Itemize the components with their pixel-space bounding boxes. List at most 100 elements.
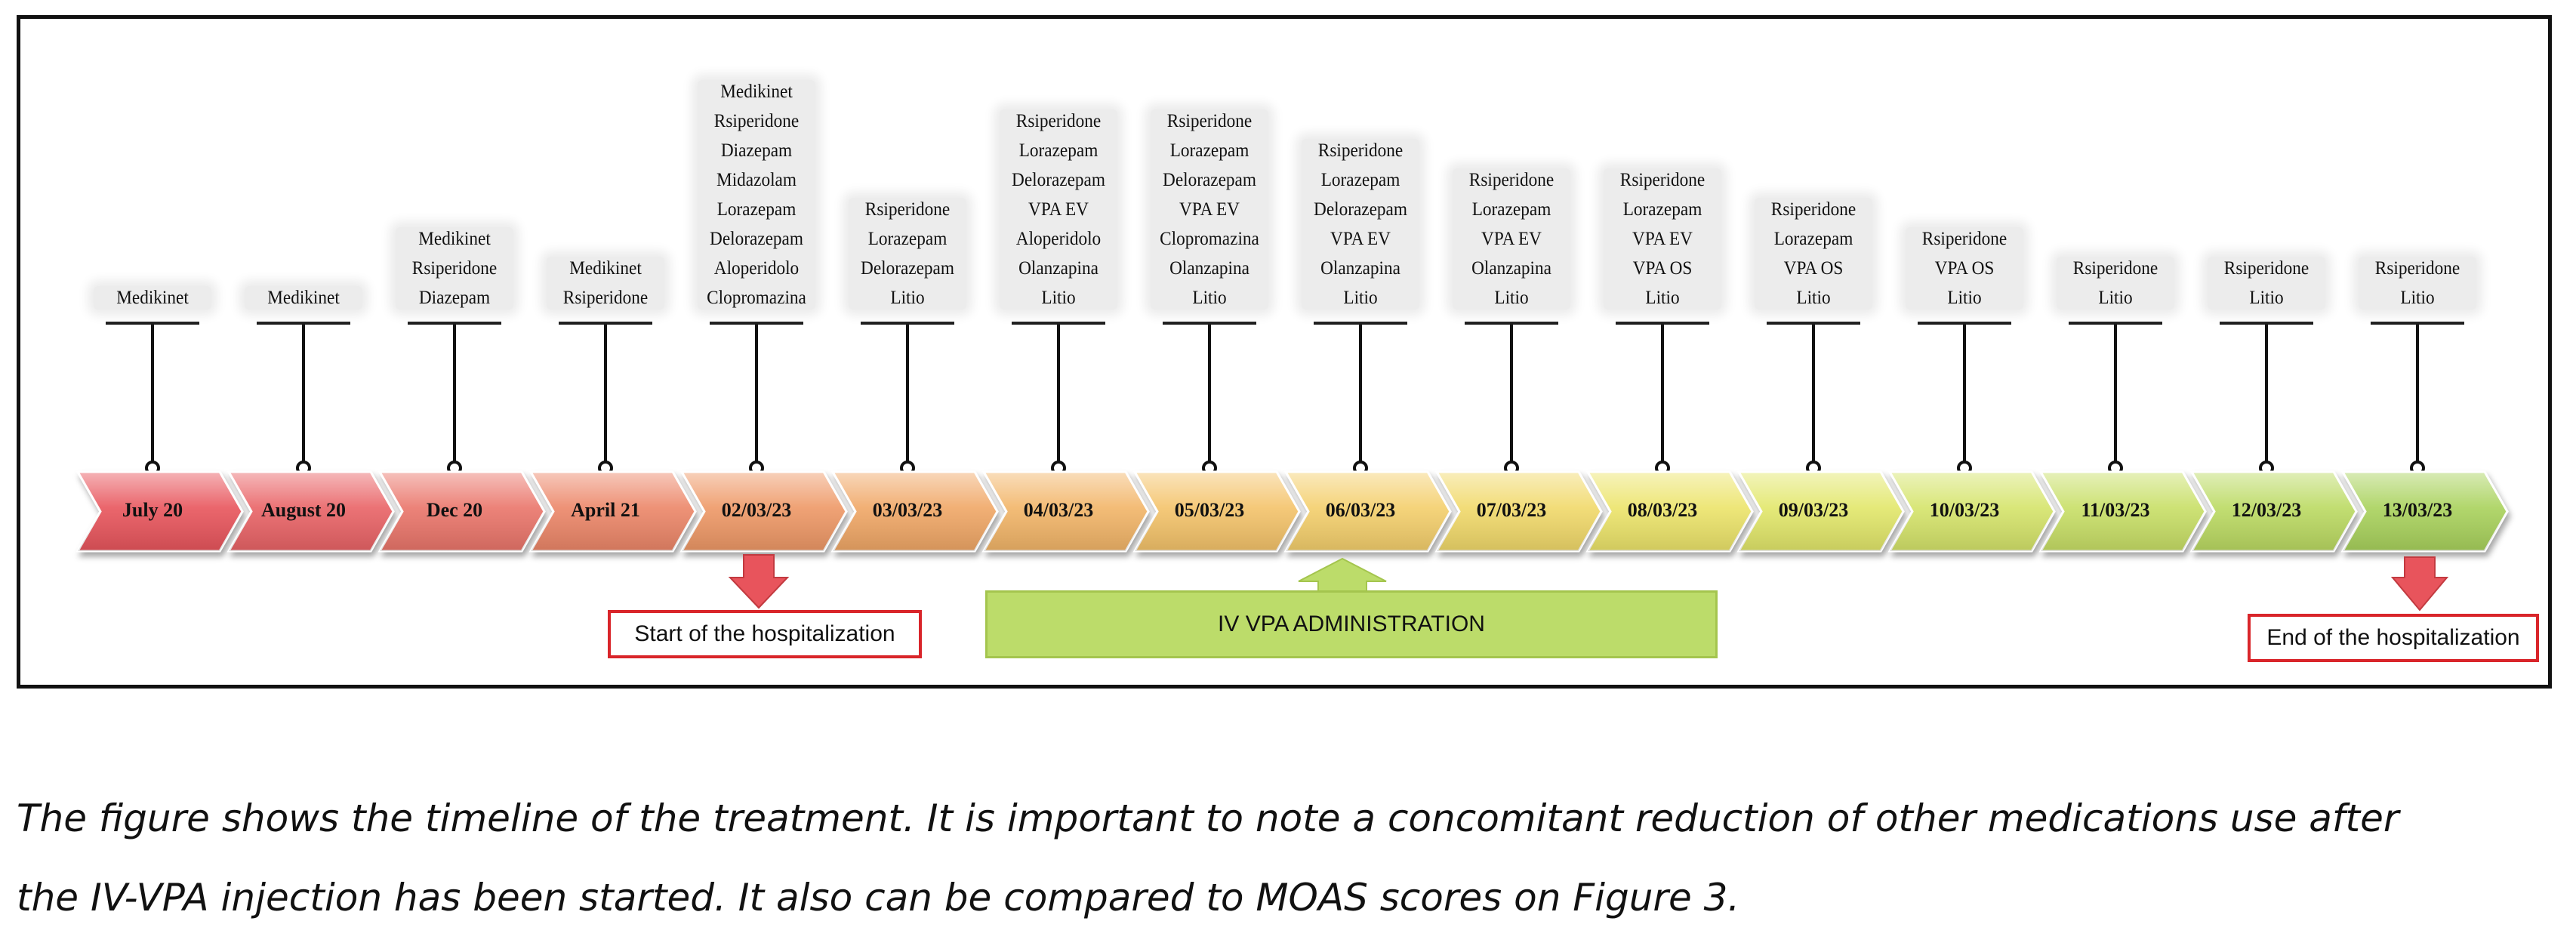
- chevron-11: [1736, 470, 1905, 553]
- medication-item: Aloperidolo: [1015, 229, 1102, 249]
- medication-item: Lorazepam: [1018, 140, 1098, 161]
- medication-list-shadow: [2057, 257, 2174, 310]
- medication-item: Litio: [1494, 288, 1529, 308]
- medication-item: VPA OS: [1783, 258, 1844, 279]
- chevron-row: [75, 470, 2509, 553]
- chevron-6: [981, 470, 1150, 553]
- medication-item: Litio: [2400, 288, 2435, 308]
- timeline-date-label: 05/03/23: [1174, 498, 1245, 521]
- timeline-date-label: July 20: [122, 498, 183, 521]
- chevron-10: [1585, 470, 1754, 553]
- medication-item: Delorazepam: [1163, 170, 1256, 190]
- medication-item: Lorazepam: [1471, 199, 1551, 220]
- medication-item: Midazolam: [716, 170, 797, 190]
- medication-item: Delorazepam: [1012, 170, 1105, 190]
- medication-list-shadow: [849, 198, 966, 310]
- medication-item: Rsiperidone: [411, 258, 498, 279]
- medication-item: Rsiperidone: [1468, 170, 1555, 190]
- caption-line-1: The figure shows the timeline of the tre…: [17, 796, 2399, 840]
- medication-item: Olanzapina: [1320, 258, 1400, 279]
- end-of-hospitalization-box: End of the hospitalization: [2248, 614, 2539, 662]
- medication-item: Rsiperidone: [1770, 199, 1857, 220]
- chevron-1: [226, 470, 395, 553]
- medication-item: Rsiperidone: [1619, 170, 1706, 190]
- connector-9: [1465, 322, 1558, 476]
- chevron-12: [1887, 470, 2056, 553]
- medication-item: Medikinet: [267, 288, 340, 308]
- chevron-0: [75, 470, 244, 553]
- timeline-date-label: 12/03/23: [2231, 498, 2302, 521]
- medication-list-shadow: [1755, 198, 1872, 310]
- figure-caption: The figure shows the timeline of the tre…: [17, 779, 2568, 938]
- connector-3: [559, 322, 652, 476]
- chevron-14: [2189, 470, 2358, 553]
- connector-1: [257, 322, 350, 476]
- medication-list-shadow: [1906, 227, 2023, 310]
- medication-item: Litio: [1645, 288, 1680, 308]
- medication-item: VPA EV: [1481, 229, 1542, 249]
- connector-8: [1314, 322, 1407, 476]
- medication-item: Lorazepam: [716, 199, 797, 220]
- timeline-date-label: 08/03/23: [1627, 498, 1698, 521]
- medication-item: Clopromazina: [707, 288, 806, 308]
- timeline-date-label: 06/03/23: [1325, 498, 1396, 521]
- medication-item: Lorazepam: [1622, 199, 1702, 220]
- medication-item: Rsiperidone: [2223, 258, 2309, 279]
- chevron-5: [830, 470, 999, 553]
- chevron-13: [2038, 470, 2207, 553]
- connector-stems: [106, 322, 2464, 476]
- medication-item: Rsiperidone: [1921, 229, 2007, 249]
- medication-item: Rsiperidone: [1166, 111, 1253, 131]
- medication-item: VPA EV: [1330, 229, 1391, 249]
- connector-14: [2220, 322, 2313, 476]
- start-of-hospitalization-box: Start of the hospitalization: [608, 610, 922, 658]
- start-down-arrow: [728, 554, 790, 609]
- iv-vpa-administration-box: IV VPA ADMINISTRATION: [985, 590, 1718, 658]
- medication-list-shadow: [1453, 168, 1570, 310]
- timeline-date-label: 04/03/23: [1023, 498, 1094, 521]
- medication-item: Medikinet: [116, 288, 189, 308]
- medication-list-shadow: [1302, 139, 1419, 310]
- timeline-date-label: 13/03/23: [2382, 498, 2453, 521]
- medication-item: Diazepam: [720, 140, 793, 161]
- medication-list: Medikinet: [93, 283, 212, 313]
- end-of-hospitalization-label: End of the hospitalization: [2266, 625, 2520, 650]
- medication-item: Lorazepam: [867, 229, 948, 249]
- medication-item: Rsiperidone: [2072, 258, 2158, 279]
- iv-vpa-up-arrow: [1298, 557, 1387, 592]
- medication-list-shadow: [396, 227, 513, 310]
- medication-item: Aloperidolo: [713, 258, 800, 279]
- connector-6: [1012, 322, 1105, 476]
- medication-list-shadow: [94, 286, 211, 310]
- medication-item: Olanzapina: [1018, 258, 1098, 279]
- medication-item: Rsiperidone: [1317, 140, 1404, 161]
- timeline-date-label: 11/03/23: [2081, 498, 2150, 521]
- medication-item: Litio: [1041, 288, 1076, 308]
- medication-item: Clopromazina: [1160, 229, 1259, 249]
- timeline-graphics: [75, 322, 2509, 612]
- medication-item: VPA EV: [1179, 199, 1240, 220]
- connector-7: [1163, 322, 1256, 476]
- medication-item: Rsiperidone: [713, 111, 800, 131]
- medication-item: VPA EV: [1028, 199, 1089, 220]
- end-down-arrow: [2390, 556, 2449, 612]
- medication-item: Litio: [1192, 288, 1227, 308]
- medication-list-shadow: [1000, 109, 1117, 310]
- chevron-3: [528, 470, 697, 553]
- start-of-hospitalization-label: Start of the hospitalization: [634, 621, 895, 646]
- medication-item: Delorazepam: [861, 258, 954, 279]
- medication-list-shadow: [2208, 257, 2325, 310]
- medication-list-shadow: [698, 80, 815, 310]
- timeline-date-label: 02/03/23: [721, 498, 792, 521]
- connector-2: [408, 322, 501, 476]
- timeline-date-label: 09/03/23: [1778, 498, 1849, 521]
- medication-item: Litio: [1343, 288, 1378, 308]
- medication-item: Litio: [1796, 288, 1831, 308]
